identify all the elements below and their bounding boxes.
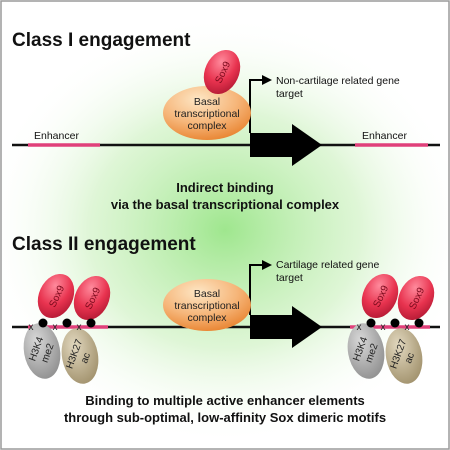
class2-right-sox9-b (397, 275, 435, 321)
class2-left-h3k27-line2: ac (79, 351, 93, 365)
class2-left-sox9-b (73, 275, 111, 321)
class2-left-x-mark: x (77, 322, 82, 333)
class2-right-h3k27-line2: ac (403, 351, 417, 365)
class2-right-nucleosome-row: x x x (357, 318, 424, 333)
class2-complex-line1: Basal (194, 288, 220, 300)
class1-target-label-line1: Non-cartilage related gene (276, 75, 400, 87)
class2-left-x-mark: x (53, 322, 58, 333)
class2-caption-line1: Binding to multiple active enhancer elem… (85, 393, 365, 408)
class2-complex-line3: complex (187, 312, 227, 324)
class2-title: Class II engagement (12, 234, 196, 255)
class1-title: Class I engagement (12, 30, 191, 51)
class1-enhancer-left-label: Enhancer (34, 130, 79, 142)
class2-tss-arrowhead (262, 260, 272, 270)
nucleosome (86, 318, 96, 328)
nucleosome (38, 318, 48, 328)
class2-target-label-line1: Cartilage related gene (276, 259, 379, 271)
nucleosome (366, 318, 376, 328)
class2-target-label-line2: target (276, 272, 303, 284)
class2-right-x-mark: x (405, 322, 410, 333)
class1-complex-line1: Basal (194, 96, 220, 108)
class1-enhancer-right-label: Enhancer (362, 130, 407, 142)
nucleosome (390, 318, 400, 328)
class2-tss-arrow (249, 264, 264, 315)
class2-right-h3k27-histone (385, 328, 423, 384)
class2-right-x-mark: x (381, 322, 386, 333)
class2-caption-line2: through sub-optimal, low-affinity Sox di… (64, 410, 386, 425)
class1-target-label-line2: target (276, 88, 303, 100)
class2-complex-line2: transcriptional (174, 300, 239, 312)
class2-left-h3k27-histone (61, 328, 99, 384)
class1-tss-arrowhead (262, 75, 272, 85)
background-glow (0, 15, 450, 445)
class2-left-h3k4-histone (23, 323, 61, 379)
class2-left-nucleosome-row: x x x (29, 318, 96, 333)
class2-left-sox9-a (37, 273, 75, 319)
class1-caption-line2: via the basal transcriptional complex (111, 197, 340, 212)
class1-complex-line2: transcriptional (174, 108, 239, 120)
class2-right-sox9-a (361, 273, 399, 319)
class2-right-x-mark: x (357, 322, 362, 333)
class2-gene-arrow (250, 306, 322, 348)
class2-right-h3k4-histone (347, 323, 385, 379)
class1-complex-line3: complex (187, 120, 227, 132)
nucleosome (62, 318, 72, 328)
class2-left-x-mark: x (29, 322, 34, 333)
nucleosome (414, 318, 424, 328)
class1-sox9-protein (203, 49, 241, 95)
class2-basal-complex (163, 279, 251, 331)
class1-caption-line1: Indirect binding (176, 180, 274, 195)
class1-basal-complex (163, 86, 251, 140)
class1-gene-arrow (250, 124, 322, 166)
